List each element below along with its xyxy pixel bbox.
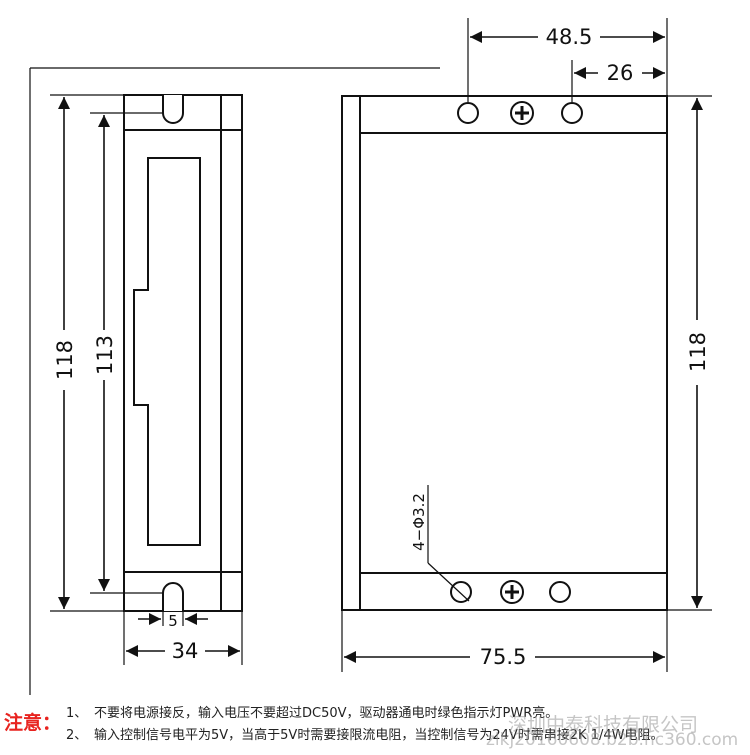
front-width-label: 75.5 — [480, 645, 527, 669]
hole-spec-label: 4−Φ3.2 — [410, 493, 428, 551]
note-item-2: 2、输入控制信号电平为5V，当高于5V时需要接限流电阻，当控制信号为24V时需串… — [66, 724, 663, 743]
side-height-inner-label: 113 — [93, 335, 117, 375]
front-dimensions — [341, 18, 712, 672]
side-width-label: 34 — [172, 639, 199, 663]
note-item-1: 1、不要将电源接反，输入电压不要超过DC50V，驱动器通电时绿色指示灯PWR亮。 — [66, 702, 558, 721]
dimension-drawing: 118 113 5 34 48.5 26 118 75.5 4−Φ3.2 — [29, 18, 712, 695]
note-number: 1、 — [66, 706, 88, 721]
front-height-label: 118 — [686, 332, 710, 372]
notes-section: 注意： 1、不要将电源接反，输入电压不要超过DC50V，驱动器通电时绿色指示灯P… — [0, 696, 750, 755]
watermark-company: 深圳中泰科技有限公司 — [508, 714, 699, 736]
front-hole-span-label: 48.5 — [546, 25, 593, 49]
side-slot-width-label: 5 — [168, 612, 178, 630]
front-view — [341, 95, 668, 611]
note-text: 不要将电源接反，输入电压不要超过DC50V，驱动器通电时绿色指示灯PWR亮。 — [94, 706, 559, 721]
side-height-outer-label: 118 — [53, 340, 77, 380]
side-view — [123, 94, 243, 612]
note-text: 输入控制信号电平为5V，当高于5V时需要接限流电阻，当控制信号为24V时需串接2… — [94, 728, 664, 743]
notes-heading: 注意： — [4, 712, 62, 734]
note-number: 2、 — [66, 728, 88, 743]
watermark-url: zlkj20160608.b2b.hc360.com — [486, 730, 739, 750]
side-dimensions — [50, 94, 243, 665]
front-hole-offset-label: 26 — [607, 61, 634, 85]
